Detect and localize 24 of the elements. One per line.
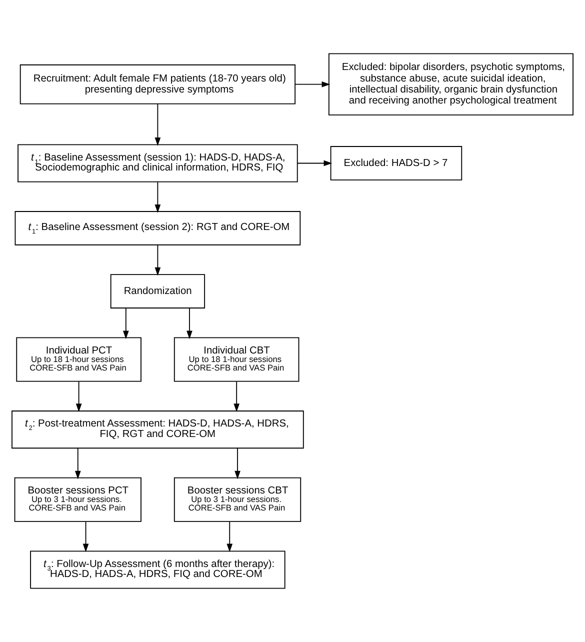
node-box: t$_{2}$: Post-treatment Assessment: HADS-D, HADS-A, HDRS, FIQ, RGT and CORE-OM: [12, 410, 304, 449]
node-box: Individual PCT Up to 18 1-hour sessions CORE-SFB and VAS Pain: [16, 337, 142, 382]
arrow: [122, 308, 129, 340]
arrow: [154, 182, 161, 213]
arrow: [82, 521, 89, 552]
node-box: Randomization: [110, 274, 206, 308]
arrow: [297, 160, 332, 166]
arrow: [76, 381, 82, 412]
node-box: t$_{1}$: Baseline Assessment (session 2): RGT and CORE-OM: [14, 211, 301, 246]
node-box: Excluded: HADS-D > 7: [330, 146, 462, 180]
arrow: [154, 244, 161, 276]
arrow: [226, 521, 233, 552]
node-box: Recruitment: Adult female FM patients (18-70 years old) presenting depressive symptoms: [20, 64, 296, 104]
node-box: Individual CBT Up to 18 1-hour sessions CORE-SFB and VAS Pain: [174, 337, 300, 382]
arrow: [294, 81, 330, 88]
node-box: Booster sessions CBT Up to 3 1-hour sessions. CORE-SFB and VAS Pain: [174, 477, 302, 522]
arrow: [186, 308, 192, 340]
arrow: [74, 448, 81, 480]
node-box: Booster sessions PCT Up to 3 1-hour sessions. CORE-SFB and VAS Pain: [14, 477, 142, 522]
node-box: t$_{3}$: Follow-Up Assessment (6 months after therapy): HADS-D, HADS-A, HDRS, FIQ and CORE-OM: [30, 550, 286, 589]
arrow: [234, 381, 240, 412]
arrow: [234, 448, 240, 480]
arrow: [154, 103, 161, 146]
node-box: Excluded: bipolar disorders, psychotic symptoms, substance abuse, acute suicidal ideation, intellectual disability, organic brain dysfunction and receiving another psychological treatment: [328, 53, 574, 116]
